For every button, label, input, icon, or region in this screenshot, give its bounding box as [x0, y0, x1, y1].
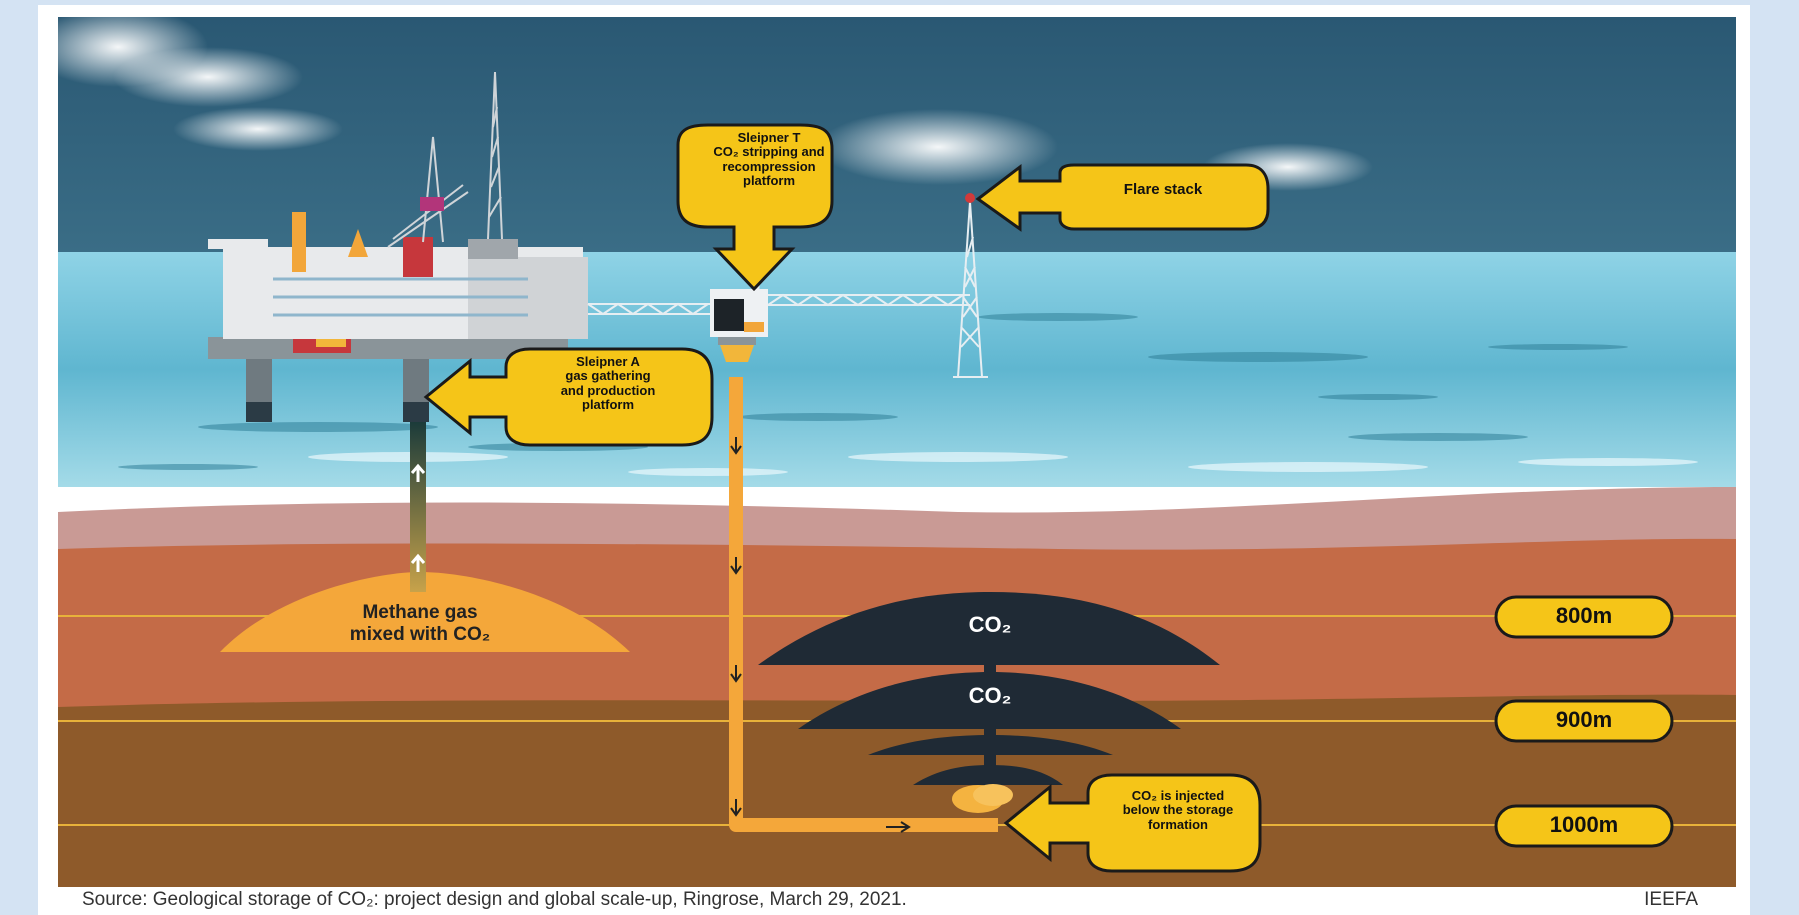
- callout-injection-line: formation: [1148, 816, 1208, 832]
- co2-plume-upper-label: CO₂: [968, 612, 1012, 637]
- depth-label-900: 900m: [1555, 707, 1613, 732]
- callout-sleipner-t-line: recompression: [722, 158, 816, 174]
- arrow-up-icon: [410, 463, 426, 572]
- methane-label-line2: mixed with CO₂: [349, 623, 491, 645]
- org-label: IEEFA: [1644, 889, 1698, 910]
- bridge-a-to-t: [587, 302, 710, 316]
- source-caption: Source: Geological storage of CO₂: proje…: [82, 889, 907, 910]
- co2-plume-upper: [758, 592, 1220, 665]
- co2-plume-small-1: [868, 735, 1113, 755]
- callout-sleipner-t-line: CO₂ stripping and: [713, 144, 825, 160]
- callout-sleipner-a-line: platform: [582, 396, 634, 412]
- arrow-down-icon: [730, 437, 742, 817]
- callout-flare-stack: [975, 163, 1270, 232]
- methane-reservoir: [220, 572, 630, 652]
- callout-sleipner-t: [676, 123, 834, 292]
- callout-sleipner-a: [423, 347, 714, 447]
- callout-sleipner-a-line: and production: [560, 382, 656, 398]
- depth-pill-1000: [1494, 804, 1674, 848]
- co2-plume-small-2: [913, 765, 1063, 785]
- platform-sleipner-a: [208, 71, 588, 422]
- callout-sleipner-t-line: platform: [743, 172, 795, 188]
- sleipner-ccs-diagram: [58, 17, 1736, 887]
- cloud: [113, 47, 303, 107]
- callout-injection-line: CO₂ is injected: [1131, 788, 1225, 803]
- callout-flare-stack-text: Flare stack: [1123, 181, 1203, 198]
- flare-flame: [965, 193, 975, 203]
- cloud: [173, 107, 343, 151]
- callout-sleipner-a-line: gas gathering: [565, 368, 651, 384]
- methane-label-line1: Methane gas: [362, 602, 478, 623]
- production-well: [410, 422, 426, 592]
- arrow-right-icon: [886, 821, 911, 833]
- co2-plume-lower: [798, 672, 1181, 729]
- water-highlights: [308, 452, 1698, 476]
- callout-injection-line: below the storage: [1122, 802, 1234, 818]
- callout-sleipner-t-text: Sleipner T CO₂ stripping and recompressi…: [686, 130, 852, 188]
- methane-label: Methane gas mixed with CO₂: [320, 602, 520, 646]
- injection-point-glow: [973, 784, 1013, 806]
- depth-label-800: 800m: [1555, 603, 1613, 628]
- callout-injection-text: CO₂ is injected below the storage format…: [1096, 788, 1260, 832]
- lower-rock-layer: [58, 694, 1736, 887]
- depth-pill-900: [1494, 699, 1674, 743]
- diagram-frame: Sleipner T CO₂ stripping and recompressi…: [38, 5, 1750, 915]
- callout-sleipner-t-line: Sleipner T: [737, 130, 801, 145]
- callout-injection: [1003, 773, 1262, 873]
- depth-pill-800: [1494, 595, 1674, 639]
- bridge-t-to-flare: [767, 293, 970, 307]
- callout-sleipner-a-text: Sleipner A gas gathering and production …: [516, 354, 700, 412]
- platform-sleipner-t: [710, 277, 768, 362]
- cloud: [818, 109, 1058, 185]
- callout-sleipner-a-line: Sleipner A: [576, 354, 640, 369]
- seabed-pink-layer: [58, 487, 1736, 557]
- injection-pipe: [729, 377, 998, 832]
- co2-plume-lower-label: CO₂: [968, 683, 1012, 708]
- depth-label-1000: 1000m: [1549, 812, 1619, 837]
